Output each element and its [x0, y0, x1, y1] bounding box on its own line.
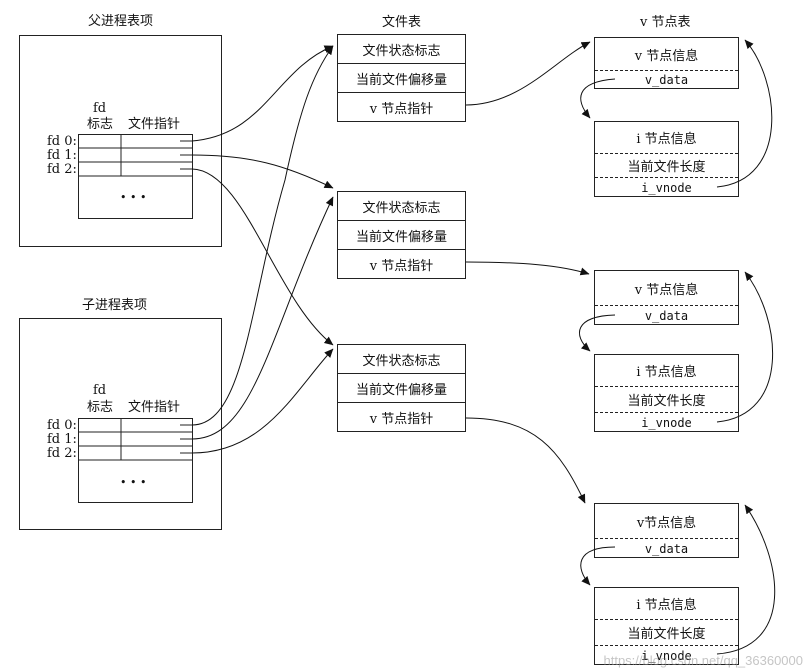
file-table-entry-2: 文件状态标志 当前文件偏移量 v 节点指针 — [337, 191, 466, 279]
vnode-entry-1: v 节点信息 v_data — [594, 37, 739, 89]
i-vnode-field: i_vnode — [641, 415, 692, 430]
child-fd-label: fd — [93, 383, 107, 398]
parent-flag-label: 标志 — [87, 117, 114, 132]
vnode-info: v节点信息 — [595, 504, 738, 539]
vnode-pointer: v 节点指针 — [369, 102, 434, 117]
vnode-entry-3: v节点信息 v_data — [594, 503, 739, 558]
inode-info: i 节点信息 — [595, 122, 738, 154]
file-status-flags: 文件状态标志 — [338, 35, 465, 64]
inode-entry-3: i 节点信息 当前文件长度 i_vnode — [594, 587, 739, 665]
parent-ptr-label: 文件指针 — [128, 117, 181, 132]
child-ptr-label: 文件指针 — [128, 400, 181, 415]
i-vnode-field: i_vnode — [641, 180, 692, 195]
vnode-info: v 节点信息 — [595, 271, 738, 306]
file-table-entry-1: 文件状态标志 当前文件偏移量 v 节点指针 — [337, 34, 466, 122]
child-fd2-label: fd 2: — [47, 446, 77, 461]
file-offset: 当前文件偏移量 — [338, 374, 465, 403]
inode-entry-1: i 节点信息 当前文件长度 i_vnode — [594, 121, 739, 197]
parent-title: 父进程表项 — [88, 14, 154, 29]
file-table-entry-3: 文件状态标志 当前文件偏移量 v 节点指针 — [337, 344, 466, 432]
vnode-entry-2: v 节点信息 v_data — [594, 270, 739, 325]
parent-fd1-label: fd 1: — [47, 148, 77, 163]
current-file-length: 当前文件长度 — [595, 620, 738, 646]
v-data-field: v_data — [644, 541, 689, 556]
file-offset: 当前文件偏移量 — [338, 221, 465, 250]
child-ellipsis: • • • — [120, 476, 147, 489]
vnode-pointer: v 节点指针 — [369, 259, 434, 274]
inode-info: i 节点信息 — [595, 355, 738, 387]
file-offset: 当前文件偏移量 — [338, 64, 465, 93]
parent-fd2-label: fd 2: — [47, 162, 77, 177]
parent-fd-label: fd — [93, 101, 107, 116]
i-vnode-field: i_vnode — [641, 648, 692, 663]
watermark: https://blog.csdn.net/qq_36360000 — [603, 653, 804, 668]
child-flag-label: 标志 — [87, 400, 114, 415]
child-fd1-label: fd 1: — [47, 432, 77, 447]
file-status-flags: 文件状态标志 — [338, 345, 465, 374]
inode-entry-2: i 节点信息 当前文件长度 i_vnode — [594, 354, 739, 432]
current-file-length: 当前文件长度 — [595, 154, 738, 178]
child-title: 子进程表项 — [82, 298, 148, 313]
file-table-title: 文件表 — [382, 15, 422, 30]
current-file-length: 当前文件长度 — [595, 387, 738, 413]
vnode-info: v 节点信息 — [595, 38, 738, 71]
parent-ellipsis: • • • — [120, 191, 147, 204]
inode-info: i 节点信息 — [595, 588, 738, 620]
vnode-pointer: v 节点指针 — [369, 412, 434, 427]
child-fd0-label: fd 0: — [47, 418, 77, 433]
file-status-flags: 文件状态标志 — [338, 192, 465, 221]
parent-fd0-label: fd 0: — [47, 134, 77, 149]
v-data-field: v_data — [644, 308, 689, 323]
v-data-field: v_data — [644, 73, 689, 87]
vnode-table-title: v 节点表 — [640, 15, 691, 30]
